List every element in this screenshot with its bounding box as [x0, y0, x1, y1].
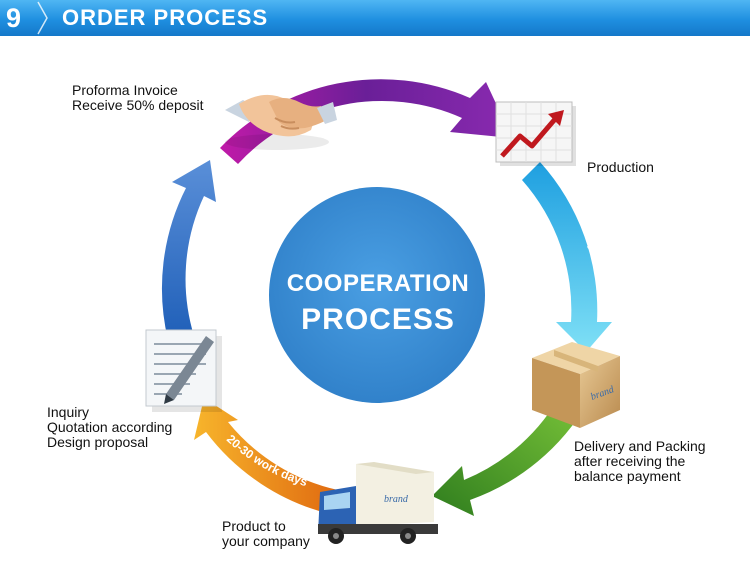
arc-delivery-to-product: [432, 392, 588, 516]
step-number: 9: [6, 3, 22, 33]
stage-inquiry-label: Inquiry Quotation according Design propo…: [47, 404, 173, 450]
rising-chart-icon: [495, 101, 576, 166]
stage-delivery-label: Delivery and Packing after receiving the…: [574, 438, 706, 484]
svg-text:brand: brand: [384, 494, 409, 505]
arc-product-to-inquiry: [194, 398, 338, 514]
header-title: ORDER PROCESS: [62, 5, 269, 30]
center-circle: [269, 187, 485, 403]
header-bar: 9 ORDER PROCESS: [0, 0, 750, 36]
arc-production-to-delivery: [522, 162, 612, 352]
document-pen-icon: [145, 329, 222, 412]
handshake-icon: [225, 94, 337, 150]
stage-production-label: Production: [587, 159, 654, 175]
package-box-icon: brand: [532, 342, 620, 428]
arc-inquiry-to-proforma: [161, 160, 216, 340]
chevron-right-icon: [37, 1, 48, 35]
center-title-line2: PROCESS: [301, 303, 455, 336]
stage-proforma-label: Proforma Invoice Receive 50% deposit: [72, 82, 204, 113]
center-title-line1: COOPERATION: [286, 270, 470, 297]
delivery-truck-icon: brand: [318, 462, 438, 544]
stage-product-label: Product to your company: [222, 518, 310, 549]
